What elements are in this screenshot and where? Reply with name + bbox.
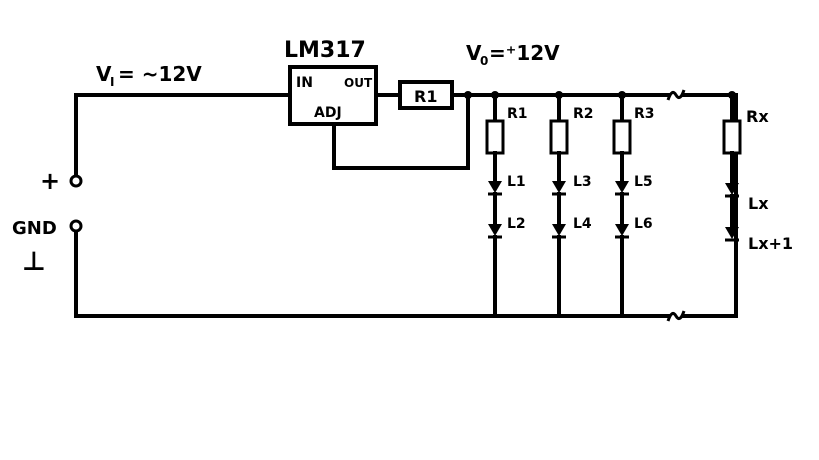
input-plus-terminal xyxy=(69,174,83,188)
led-lx1-label: Lx+1 xyxy=(748,234,793,253)
branch-x-resistor xyxy=(722,119,742,155)
led-l2-icon xyxy=(488,224,502,236)
vin-letter: V xyxy=(96,62,112,86)
led-l1-icon xyxy=(488,181,502,193)
led-l6-icon xyxy=(615,224,629,236)
pin-out-label: OUT xyxy=(344,76,373,90)
branch-2-resistor xyxy=(549,119,569,155)
junction-adj xyxy=(464,91,472,99)
series-resistor-label: R1 xyxy=(414,87,437,106)
pin-in-label: IN xyxy=(296,75,313,91)
branch-1-resistor xyxy=(485,119,505,155)
ground-symbol: ⊥ xyxy=(22,247,46,277)
top-break-symbol xyxy=(666,89,686,101)
regulator-name: LM317 xyxy=(284,38,366,63)
led-l1-label: L1 xyxy=(507,174,526,190)
vin-subscript: I xyxy=(110,75,114,89)
led-branch-3: R3 L5 L6 xyxy=(612,91,655,318)
branch-2-resistor-label: R2 xyxy=(573,106,594,122)
led-l6-label: L6 xyxy=(634,216,653,232)
led-l4-icon xyxy=(552,224,566,236)
branch-x-resistor-label: Rx xyxy=(746,107,769,126)
pin-adj-label: ADJ xyxy=(314,105,342,121)
led-branch-x: Rx Lx Lx+1 xyxy=(722,91,793,318)
led-lx-label: Lx xyxy=(748,194,769,213)
input-section: V I = ~12V + GND ⊥ xyxy=(12,62,670,318)
led-lx1-icon xyxy=(725,227,739,239)
led-l5-label: L5 xyxy=(634,174,653,190)
led-branch-1: R1 L1 L2 xyxy=(485,91,528,318)
branch-3-resistor xyxy=(612,119,632,155)
vin-value: = ~12V xyxy=(118,62,202,86)
input-gnd-terminal xyxy=(69,219,83,233)
led-l5-icon xyxy=(615,181,629,193)
led-l3-icon xyxy=(552,181,566,193)
led-l3-label: L3 xyxy=(573,174,592,190)
gnd-label: GND xyxy=(12,218,57,239)
branch-1-resistor-label: R1 xyxy=(507,106,528,122)
vout-letter: V xyxy=(466,41,482,65)
led-l4-label: L4 xyxy=(573,216,592,232)
vout-value: =⁺12V xyxy=(489,41,560,65)
input-wire-top xyxy=(74,93,292,177)
led-l2-label: L2 xyxy=(507,216,526,232)
bottom-break-symbol xyxy=(666,310,686,322)
plus-label: + xyxy=(40,167,60,195)
led-branch-2: R2 L3 L4 xyxy=(549,91,594,318)
adj-feedback-wire xyxy=(332,93,470,170)
ground-return-wire xyxy=(74,230,670,318)
led-lx-icon xyxy=(725,183,739,195)
branch-3-resistor-label: R3 xyxy=(634,106,655,122)
vout-subscript: 0 xyxy=(480,54,488,68)
